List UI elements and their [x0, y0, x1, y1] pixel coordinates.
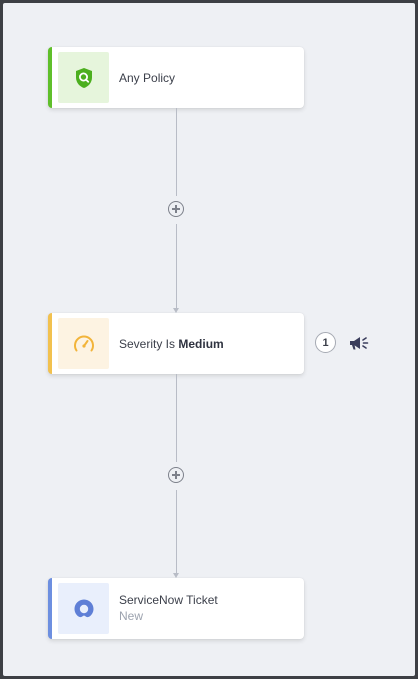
megaphone-icon[interactable] — [348, 335, 370, 351]
workflow-canvas: Any Policy Severity Is Medium 1 — [3, 3, 415, 676]
add-step-button[interactable] — [168, 201, 184, 217]
action-icon-box — [58, 583, 109, 634]
connector-arrow — [173, 573, 179, 578]
action-count-badge[interactable]: 1 — [315, 332, 336, 353]
servicenow-icon — [74, 599, 93, 617]
action-status: New — [119, 609, 144, 623]
condition-icon-box — [58, 318, 109, 369]
condition-label-value: Medium — [178, 337, 224, 351]
trigger-label: Any Policy — [119, 71, 176, 85]
connector-arrow — [173, 308, 179, 313]
trigger-icon-box — [58, 52, 109, 103]
connector-line — [176, 490, 177, 573]
connector-line — [176, 224, 177, 308]
condition-label-prefix: Severity Is — [119, 337, 176, 351]
shield-search-icon — [75, 67, 92, 88]
condition-card-severity[interactable]: Severity Is Medium — [48, 313, 304, 374]
trigger-card-any-policy[interactable]: Any Policy — [48, 47, 304, 108]
gauge-icon — [73, 335, 94, 351]
action-card-servicenow[interactable]: ServiceNow Ticket New — [48, 578, 304, 639]
connector-line — [176, 108, 177, 196]
condition-label: Severity Is Medium — [119, 337, 224, 351]
connector-line — [176, 374, 177, 462]
add-step-button[interactable] — [168, 467, 184, 483]
action-label: ServiceNow Ticket — [119, 593, 218, 607]
